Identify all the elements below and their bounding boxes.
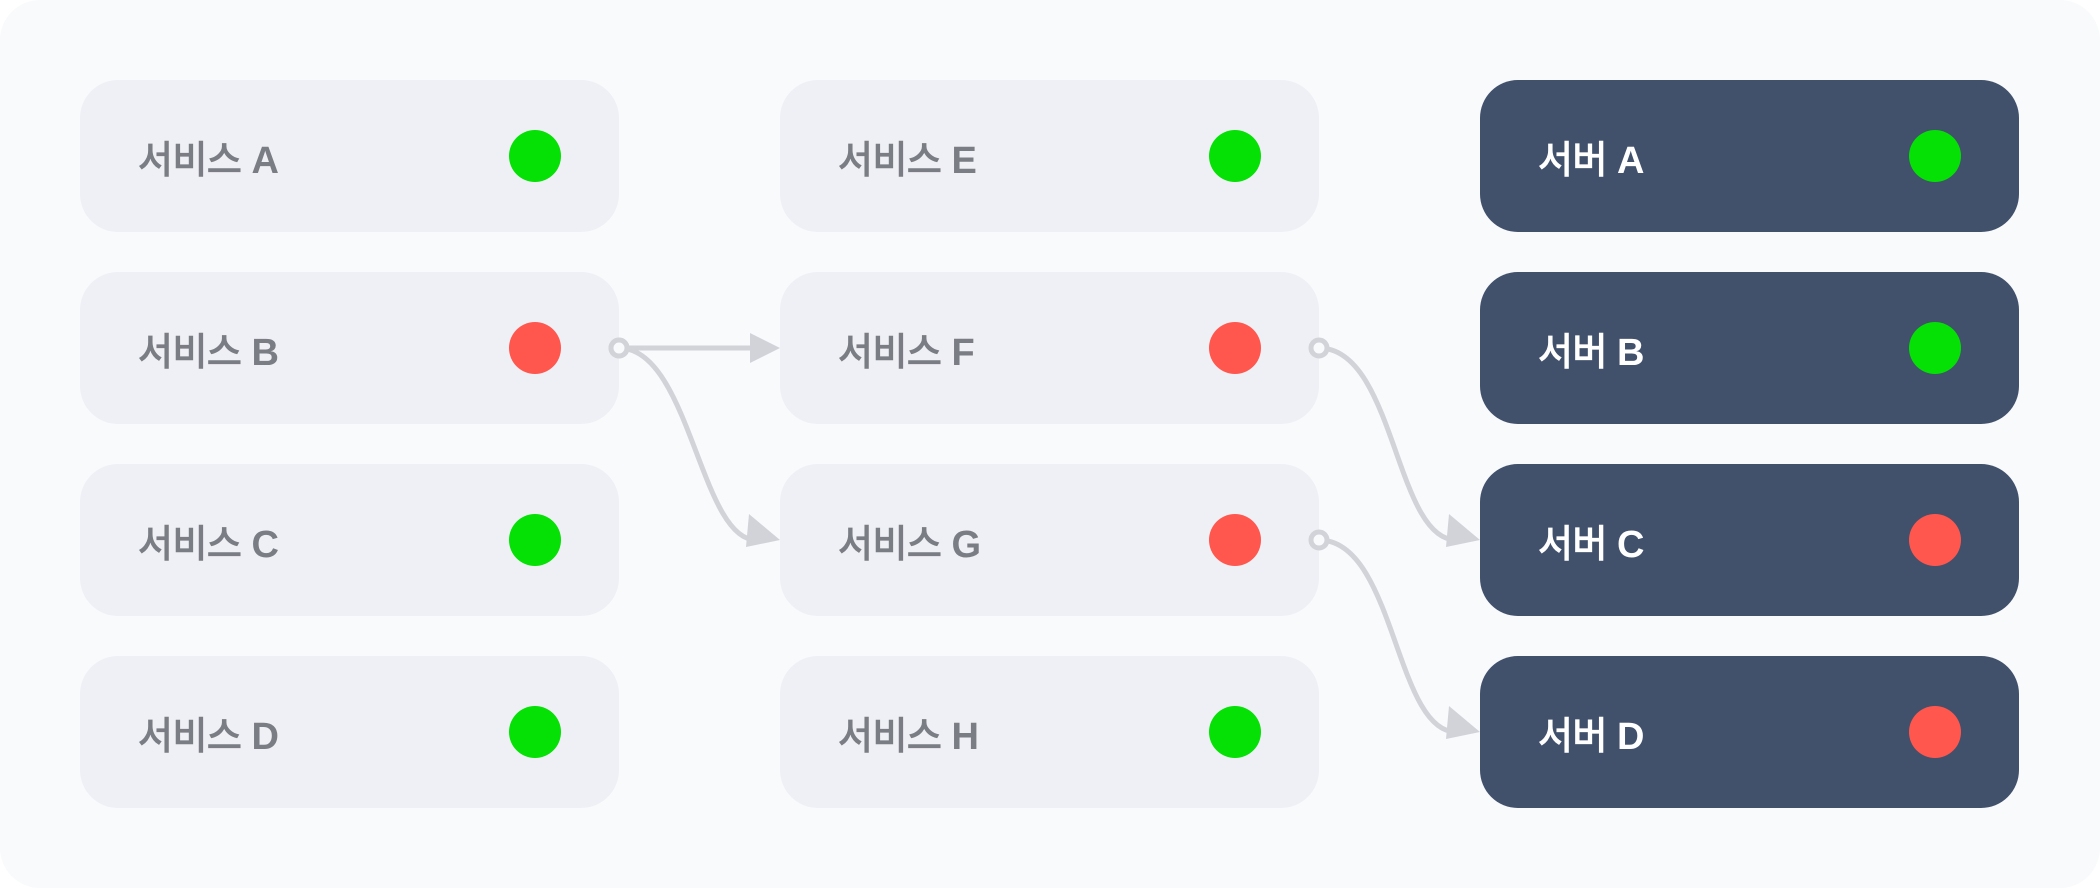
- node-label: 서비스 E: [838, 139, 977, 182]
- server-column: 서버 A 서버 B 서버 C 서버 D: [1480, 80, 2019, 848]
- node-label: 서비스 C: [138, 523, 279, 566]
- arrowhead-icon: [746, 514, 780, 547]
- node-server-d[interactable]: 서버 D: [1480, 656, 2019, 808]
- node-label: 서비스 A: [138, 139, 279, 182]
- service-column-2: 서비스 E 서비스 F 서비스 G 서비스 H: [780, 80, 1319, 848]
- status-indicator-dot: [509, 514, 561, 566]
- connector-line: [1316, 537, 1459, 735]
- node-service-c[interactable]: 서비스 C: [80, 464, 619, 616]
- node-server-a[interactable]: 서버 A: [1480, 80, 2019, 232]
- status-indicator-dot: [1909, 130, 1961, 182]
- status-indicator-dot: [509, 130, 561, 182]
- edge-svc-b-svc-g: [608, 337, 780, 547]
- status-indicator-dot: [509, 706, 561, 758]
- node-server-c[interactable]: 서버 C: [1480, 464, 2019, 616]
- status-indicator-dot: [1209, 514, 1261, 566]
- status-indicator-dot: [1909, 706, 1961, 758]
- status-indicator-dot: [1209, 706, 1261, 758]
- node-label: 서버 A: [1538, 139, 1644, 182]
- arrowhead-icon: [1446, 706, 1480, 739]
- node-service-f[interactable]: 서비스 F: [780, 272, 1319, 424]
- arrowhead-icon: [1446, 514, 1480, 547]
- node-service-b[interactable]: 서비스 B: [80, 272, 619, 424]
- node-label: 서비스 F: [838, 331, 975, 374]
- status-indicator-dot: [1909, 514, 1961, 566]
- node-label: 서버 C: [1538, 523, 1644, 566]
- node-label: 서버 B: [1538, 331, 1644, 374]
- node-service-e[interactable]: 서비스 E: [780, 80, 1319, 232]
- node-label: 서비스 B: [138, 331, 279, 374]
- status-indicator-dot: [1909, 322, 1961, 374]
- status-indicator-dot: [1209, 322, 1261, 374]
- node-service-h[interactable]: 서비스 H: [780, 656, 1319, 808]
- node-label: 서비스 G: [838, 523, 981, 566]
- node-server-b[interactable]: 서버 B: [1480, 272, 2019, 424]
- edge-svc-g-srv-d: [1308, 529, 1480, 739]
- status-indicator-dot: [1209, 130, 1261, 182]
- node-label: 서버 D: [1538, 715, 1644, 758]
- node-service-d[interactable]: 서비스 D: [80, 656, 619, 808]
- connector-line: [1316, 345, 1459, 543]
- connector-line: [616, 345, 759, 543]
- service-column-1: 서비스 A 서비스 B 서비스 C 서비스 D: [80, 80, 619, 848]
- node-service-g[interactable]: 서비스 G: [780, 464, 1319, 616]
- edge-svc-b-svc-f: [608, 333, 780, 363]
- node-service-a[interactable]: 서비스 A: [80, 80, 619, 232]
- arrowhead-icon: [750, 333, 780, 363]
- node-label: 서비스 D: [138, 715, 279, 758]
- node-label: 서비스 H: [838, 715, 979, 758]
- status-indicator-dot: [509, 322, 561, 374]
- edge-svc-f-srv-c: [1308, 337, 1480, 547]
